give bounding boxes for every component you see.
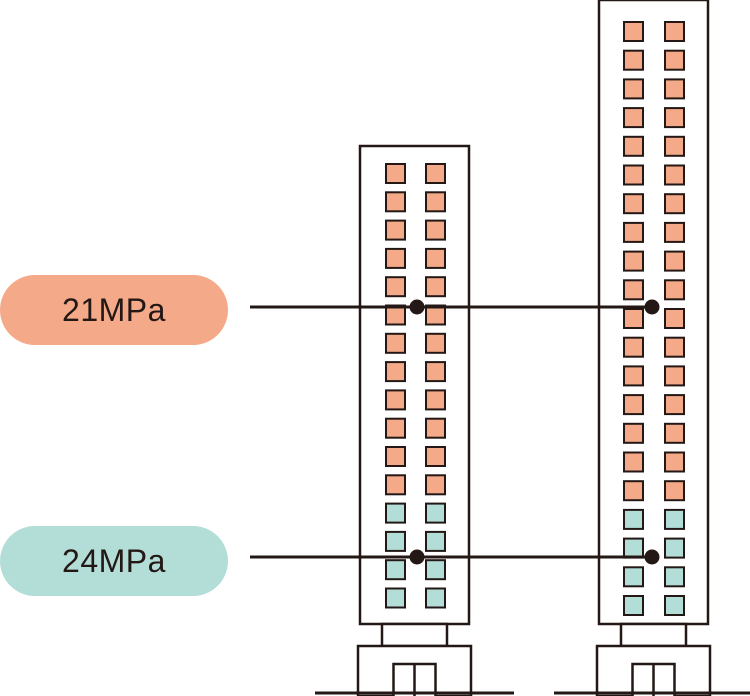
window (664, 566, 685, 588)
window (664, 394, 685, 416)
window (664, 537, 685, 559)
window (425, 502, 446, 524)
leader-dot (644, 299, 660, 315)
window (425, 219, 446, 241)
window (664, 508, 685, 530)
window (425, 559, 446, 581)
window (664, 279, 685, 301)
window (623, 308, 644, 329)
window (664, 221, 685, 243)
window (425, 474, 446, 496)
window (385, 219, 406, 241)
window (623, 193, 644, 215)
window (385, 191, 406, 213)
window (385, 163, 406, 184)
leader-lines (250, 299, 660, 565)
window (664, 21, 685, 42)
window (623, 595, 644, 616)
window (664, 308, 685, 329)
window (664, 164, 685, 186)
window (425, 276, 446, 298)
window (425, 530, 446, 552)
window (664, 451, 685, 473)
upper-strength-label: 21MPa (0, 275, 228, 345)
short-building (315, 144, 514, 696)
window (623, 21, 644, 42)
tall-building (554, 0, 750, 696)
window (385, 502, 406, 524)
window (664, 250, 685, 272)
window (385, 389, 406, 411)
window (385, 530, 406, 552)
window (664, 422, 685, 444)
window (623, 365, 644, 387)
window (623, 164, 644, 186)
window (425, 446, 446, 467)
window (664, 107, 685, 129)
window (623, 78, 644, 100)
window (664, 595, 685, 616)
window (623, 250, 644, 272)
window (385, 559, 406, 581)
window (623, 480, 644, 502)
window (425, 247, 446, 269)
window (425, 163, 446, 184)
tower-neck (619, 622, 688, 648)
window (623, 336, 644, 358)
window (623, 422, 644, 444)
window (385, 474, 406, 496)
window (425, 417, 446, 439)
tower-body (358, 144, 471, 626)
window (664, 480, 685, 502)
window (664, 336, 685, 358)
tower-neck (380, 622, 449, 648)
window (385, 417, 406, 439)
lower-strength-text: 24MPa (62, 542, 166, 579)
window (664, 135, 685, 157)
window (425, 361, 446, 383)
window (623, 508, 644, 530)
leader-dot (409, 299, 425, 315)
window (425, 332, 446, 354)
window (385, 276, 406, 298)
window (623, 279, 644, 301)
window (385, 361, 406, 383)
window (664, 193, 685, 215)
window (425, 587, 446, 609)
window (664, 78, 685, 100)
leader-dot (644, 549, 660, 565)
window (425, 191, 446, 213)
window (664, 365, 685, 387)
window (623, 537, 644, 559)
window (385, 587, 406, 609)
window (425, 389, 446, 411)
window (623, 135, 644, 157)
window (385, 247, 406, 269)
window (623, 451, 644, 473)
window (623, 221, 644, 243)
leader-dot (409, 549, 425, 565)
window (385, 446, 406, 467)
window (623, 107, 644, 129)
upper-strength-text: 21MPa (62, 291, 166, 328)
window (664, 49, 685, 71)
lower-strength-label: 24MPa (0, 526, 228, 596)
window (623, 49, 644, 71)
window (385, 332, 406, 354)
window (623, 394, 644, 416)
window (623, 566, 644, 588)
